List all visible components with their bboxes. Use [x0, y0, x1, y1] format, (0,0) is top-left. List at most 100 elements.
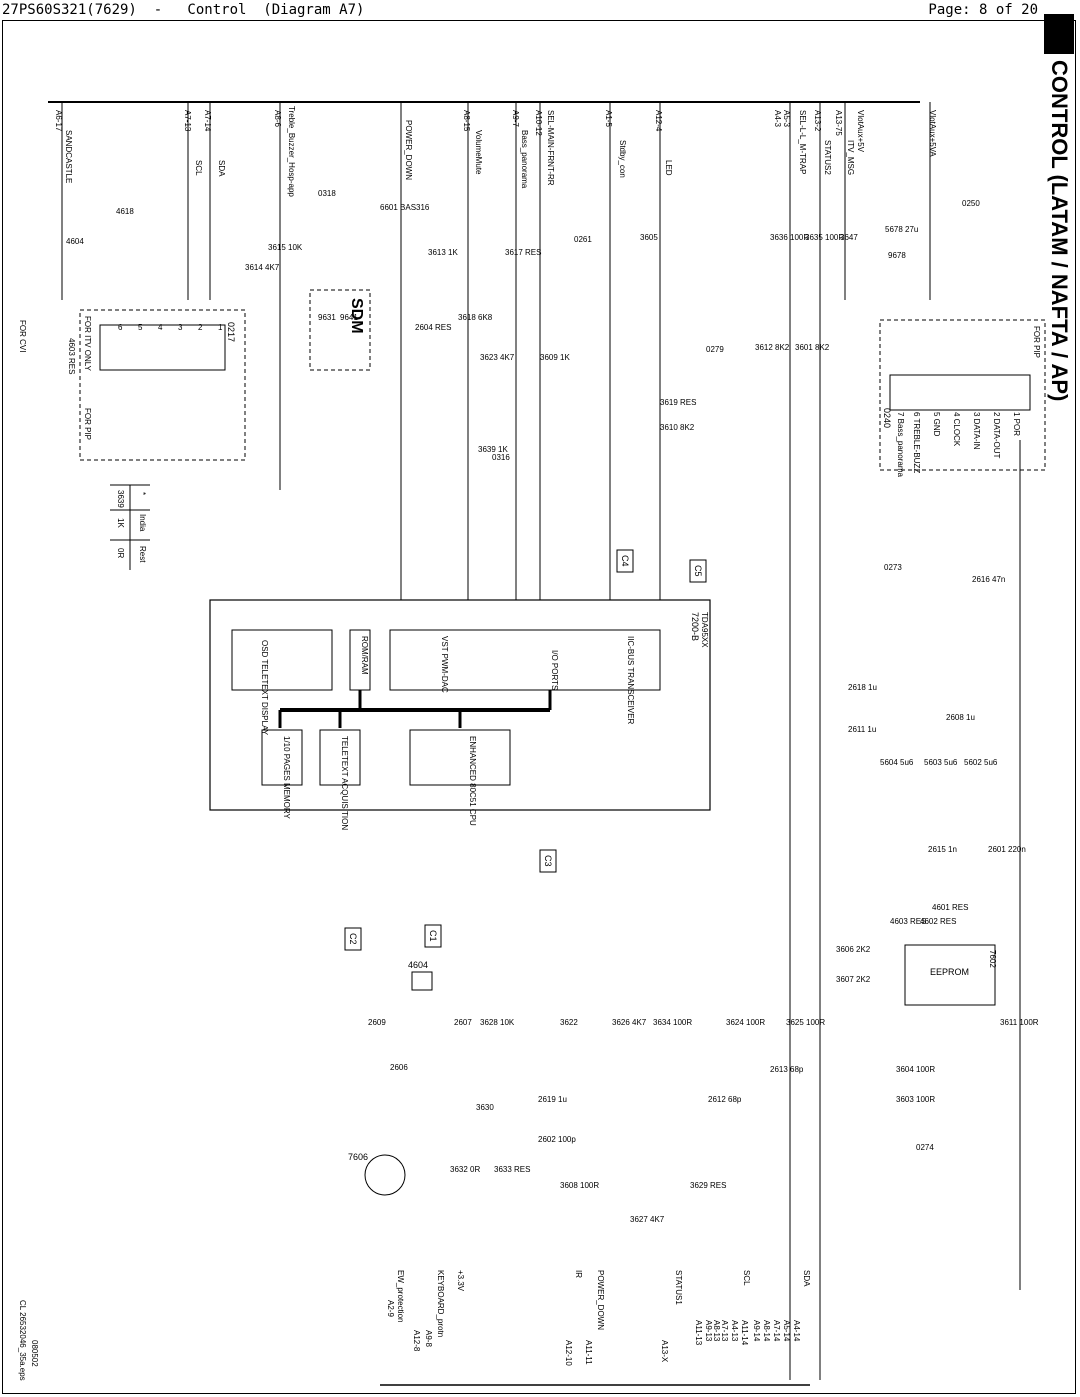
- signal-label: EW_protection: [396, 1270, 405, 1322]
- connector-0217-note: FOR ITV ONLY: [83, 316, 92, 372]
- component-label: 3629 RES: [690, 1181, 726, 1190]
- component-label: 3624 100R: [726, 1018, 765, 1027]
- component-label: 4602 RES: [920, 917, 956, 926]
- signal-label: A7-14: [203, 110, 212, 132]
- page-number: Page: 8 of 20: [928, 2, 1038, 18]
- signal-label: A11-11: [584, 1340, 593, 1365]
- component-label: 3611 100R: [1000, 1018, 1039, 1027]
- component-label: 3615 10K: [268, 243, 303, 252]
- component-label: 9641: [340, 313, 358, 322]
- eeprom-block: [904, 944, 996, 1006]
- pin-label: 2 DATA-OUT: [992, 412, 1001, 458]
- component-label: 3617 RES: [505, 248, 541, 257]
- table-cell: *: [138, 492, 147, 495]
- signal-label: A6-17: [54, 110, 63, 132]
- component-label: 3609 1K: [540, 353, 570, 362]
- component-label: 2609: [368, 1018, 386, 1027]
- pin-label: 6 TREBLE-BUZZ: [912, 412, 921, 473]
- component-label: 4618: [116, 207, 134, 216]
- eeprom-ref: 7602: [988, 950, 997, 968]
- component-label: 0261: [574, 235, 592, 244]
- acq-label: TELETEXT ACQUISITION: [340, 736, 349, 830]
- signal-label: STATUS1: [674, 1270, 683, 1305]
- connector-0240-ref: 0240: [882, 408, 892, 428]
- signal-label: Treble_Buzzer_Hosp-app: [287, 106, 296, 197]
- document-title: 27PS60S321(7629) - Control (Diagram A7): [2, 2, 365, 18]
- connector-0240-area: [879, 319, 1046, 471]
- component-label: 4604: [66, 237, 84, 246]
- bottom-signal-labels: A2-9 EW_protection A12-8 A9-8 KEYBOARD_p…: [386, 1270, 811, 1366]
- table-cell: 0R: [116, 548, 125, 558]
- component-label: 3610 8K2: [660, 423, 695, 432]
- signal-label: A12-10: [564, 1340, 573, 1366]
- signal-label: A2-9: [386, 1300, 395, 1317]
- callout-c5: C5: [693, 565, 703, 577]
- connector-0240-note: FOR PIP: [1032, 326, 1041, 358]
- component-label: 2602 100p: [538, 1135, 576, 1144]
- ic-7200-outline: [209, 599, 711, 811]
- component-label: 3604 100R: [896, 1065, 935, 1074]
- table-cell: India: [138, 514, 147, 532]
- callout-c2: C2: [348, 933, 358, 945]
- component-label: 3636 100R: [770, 233, 809, 242]
- io-label: I/O PORTS: [550, 650, 559, 690]
- component-labels: 3613 1K 3614 4K7 3615 10K 3618 6K8 3623 …: [66, 189, 1039, 1224]
- pin-label: 6: [118, 323, 123, 332]
- signal-label: SDA: [217, 160, 226, 177]
- component-label: 3634 100R: [653, 1018, 692, 1027]
- eeprom-label: EEPROM: [930, 967, 969, 977]
- pin-label: 4: [158, 323, 163, 332]
- signal-label: POWER_DOWN: [404, 120, 413, 180]
- component-label: 2604 RES: [415, 323, 451, 332]
- component-label: 3623 4K7: [480, 353, 515, 362]
- sdm-label: SDM: [348, 298, 365, 334]
- pages-block: [261, 729, 303, 786]
- component-label: 2616 47n: [972, 575, 1005, 584]
- component-label: 3632 0R: [450, 1165, 480, 1174]
- signal-label: VlotAux+5VA: [928, 110, 937, 157]
- signal-label: LED: [664, 160, 673, 176]
- signal-label: A12-8: [412, 1330, 421, 1352]
- component-label: 3603 100R: [896, 1095, 935, 1104]
- io-block: [389, 629, 661, 691]
- component-label: 2619 1u: [538, 1095, 567, 1104]
- connector-0217-pins: 1 2 3 4 5 6: [118, 323, 223, 332]
- signal-label: A5-3: [782, 110, 791, 127]
- component-label: 3614 4K7: [245, 263, 280, 272]
- vertical-wires: [61, 102, 1021, 1380]
- vst-label: VST PWM-DAC: [440, 636, 449, 693]
- component-label: 0250: [962, 199, 980, 208]
- signal-label: VolumeMute: [474, 130, 483, 175]
- title-text: CONTROL (LATAM / NAFTA / AP): [1047, 60, 1072, 401]
- component-label: 0273: [884, 563, 902, 572]
- component-label: 3627 4K7: [630, 1215, 665, 1224]
- component-label: 3613 1K: [428, 248, 458, 257]
- component-label: 5603 5u6: [924, 758, 958, 767]
- component-label: 2601 220n: [988, 845, 1026, 854]
- signal-label: SEL-MAIN-FRNT-RR: [546, 110, 555, 186]
- component-label: 3607 2K2: [836, 975, 871, 984]
- sdm-area: [309, 289, 371, 371]
- component-label: 3619 RES: [660, 398, 696, 407]
- signal-label: A8-15: [462, 110, 471, 132]
- osd-label: OSD TELETEXT DISPLAY: [260, 640, 269, 736]
- signal-label: SDA: [802, 1270, 811, 1287]
- component-label: 2618 1u: [848, 683, 877, 692]
- signal-label: SCL: [742, 1270, 751, 1286]
- component-label: 3630: [476, 1103, 494, 1112]
- table-cell: Rest: [138, 546, 147, 563]
- component-label: 2607: [454, 1018, 472, 1027]
- component-label: 3618 6K8: [458, 313, 493, 322]
- signal-label: A11-14: [740, 1320, 749, 1346]
- pin-label: 3: [178, 323, 183, 332]
- component-label: 2613 68p: [770, 1065, 804, 1074]
- signal-label: A10-12: [534, 110, 543, 136]
- component-label: 5604 5u6: [880, 758, 914, 767]
- component-label: 3647: [840, 233, 858, 242]
- pin-label: 1: [218, 323, 223, 332]
- pin-label: 3 DATA-IN: [972, 412, 981, 450]
- component-label: 3628 10K: [480, 1018, 515, 1027]
- component-label: 9631: [318, 313, 336, 322]
- crystal-ref: 4604: [408, 960, 428, 970]
- signal-label: IR: [574, 1270, 583, 1278]
